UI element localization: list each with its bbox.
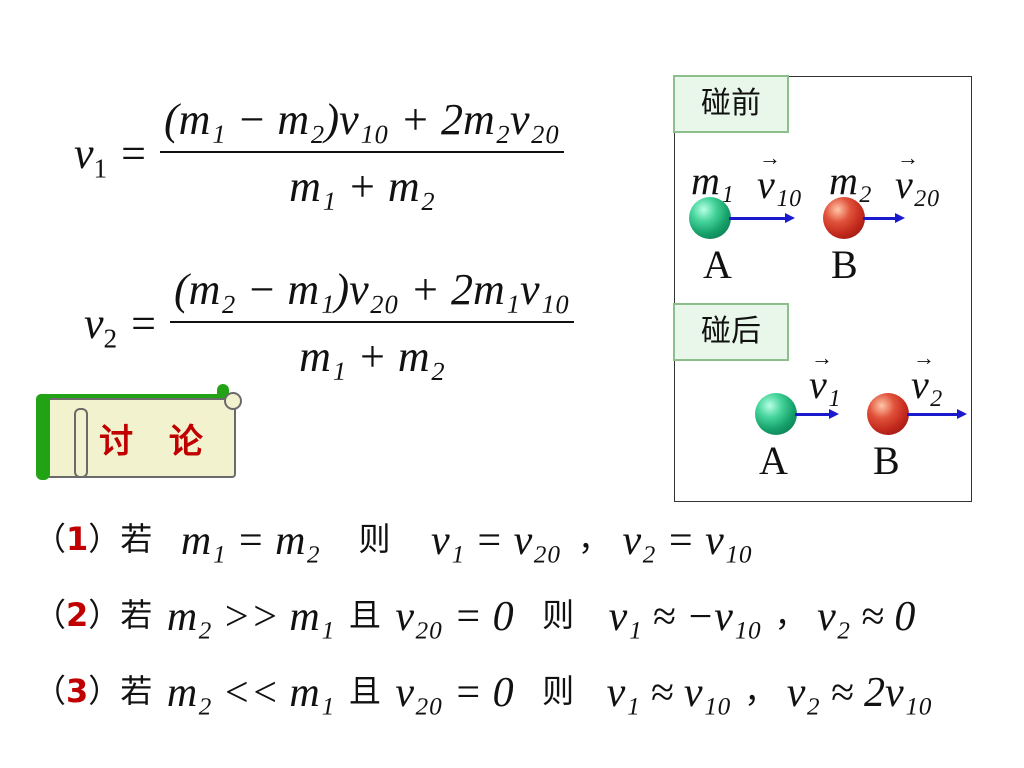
case-2-then: 则 bbox=[542, 596, 575, 634]
case-1-result-v1: v₁ = v₂₀ bbox=[431, 518, 562, 564]
case-1-if: 若 bbox=[120, 520, 153, 558]
case-1-open-paren: （ bbox=[34, 520, 67, 558]
scroll-curl-icon bbox=[224, 392, 242, 410]
velocity-v2-arrow bbox=[907, 409, 967, 419]
case-2-and: 且 bbox=[348, 596, 381, 634]
case-1-separator: ， bbox=[577, 520, 610, 558]
ball-a-after bbox=[755, 393, 797, 435]
velocity-v20-arrow bbox=[863, 213, 905, 223]
case-3-close-paren: ） bbox=[88, 672, 121, 710]
case-1-result-v2: v₂ = v₁₀ bbox=[622, 518, 753, 564]
case-3-open-paren: （ bbox=[34, 672, 67, 710]
mass-m1-label: m₁ bbox=[691, 158, 734, 203]
formula-v2-numerator: (m₂ − m₁)v₂₀ + 2m₁v₁₀ bbox=[170, 264, 575, 323]
case-1-line: （1）若 m₁ = m₂ 则 v₁ = v₂₀ ， v₂ = v₁₀ bbox=[34, 514, 753, 565]
case-2-condition: m₂ >> m₁ bbox=[166, 594, 335, 640]
formula-v1-fraction: (m₁ − m₂)v₁₀ + 2m₂v₂₀ m₁ + m₂ bbox=[160, 94, 565, 212]
case-3-and: 且 bbox=[348, 672, 381, 710]
case-3-number: 3 bbox=[66, 672, 89, 710]
case-3-condition: m₂ << m₁ bbox=[166, 670, 335, 716]
case-2-line: （2）若 m₂ >> m₁ 且 v₂₀ = 0 则 v₁ ≈ −v₁₀ ， v₂… bbox=[34, 590, 915, 641]
velocity-v1-label: v₁ bbox=[809, 345, 841, 408]
case-1-then: 则 bbox=[358, 520, 391, 558]
velocity-v1-arrow bbox=[795, 409, 839, 419]
ball-a-label-after: A bbox=[759, 438, 788, 483]
ball-b-label-before: B bbox=[831, 242, 858, 287]
velocity-v10-label: v₁₀ bbox=[757, 145, 803, 208]
case-3-then: 则 bbox=[542, 672, 575, 710]
formula-v1-denominator: m₁ + m₂ bbox=[289, 162, 435, 211]
case-2-result-v1: v₁ ≈ −v₁₀ bbox=[608, 594, 763, 640]
formula-v1: v1 = (m₁ − m₂)v₁₀ + 2m₂v₂₀ m₁ + m₂ bbox=[74, 94, 565, 212]
collision-diagram: 碰前 m₁ v₁₀ m₂ v₂₀ A B 碰后 v₁ v₂ A B bbox=[673, 75, 972, 502]
ball-a-label-before: A bbox=[703, 242, 732, 287]
case-3-line: （3）若 m₂ << m₁ 且 v₂₀ = 0 则 v₁ ≈ v₁₀ ， v₂ … bbox=[34, 666, 933, 717]
case-3-separator: ， bbox=[744, 672, 777, 710]
formula-v2-denominator: m₁ + m₂ bbox=[299, 332, 445, 381]
case-2-result-v2: v₂ ≈ 0 bbox=[817, 594, 916, 640]
case-2-open-paren: （ bbox=[34, 596, 67, 634]
ball-a-before bbox=[689, 197, 731, 239]
case-2-condition2: v₂₀ = 0 bbox=[395, 594, 514, 640]
case-2-if: 若 bbox=[120, 596, 153, 634]
formula-v2-equals: = bbox=[131, 298, 156, 348]
case-1-condition: m₁ = m₂ bbox=[180, 518, 321, 564]
formula-v2-lhs: v2 bbox=[84, 298, 118, 354]
formula-v1-lhs: v1 bbox=[74, 128, 108, 184]
case-2-separator: ， bbox=[774, 596, 807, 634]
case-1-close-paren: ） bbox=[88, 520, 121, 558]
case-3-result-v1: v₁ ≈ v₁₀ bbox=[606, 670, 732, 716]
case-1-number: 1 bbox=[66, 520, 89, 558]
after-collision-tag: 碰后 bbox=[673, 303, 789, 361]
velocity-v20-label: v₂₀ bbox=[895, 145, 941, 208]
formula-v1-numerator: (m₁ − m₂)v₁₀ + 2m₂v₂₀ bbox=[160, 94, 565, 153]
ball-b-before bbox=[823, 197, 865, 239]
formula-v2: v2 = (m₂ − m₁)v₂₀ + 2m₁v₁₀ m₁ + m₂ bbox=[84, 264, 575, 382]
discussion-scroll: 讨 论 bbox=[36, 384, 242, 484]
case-2-number: 2 bbox=[66, 596, 89, 634]
scroll-fold-icon bbox=[74, 408, 88, 478]
discussion-label: 讨 论 bbox=[99, 422, 215, 462]
velocity-v2-label: v₂ bbox=[911, 345, 943, 408]
scroll-side-rod bbox=[36, 394, 50, 480]
before-collision-tag: 碰前 bbox=[673, 75, 789, 133]
ball-b-after bbox=[867, 393, 909, 435]
case-3-result-v2: v₂ ≈ 2v₁₀ bbox=[786, 670, 933, 716]
velocity-v10-arrow bbox=[729, 213, 795, 223]
ball-b-label-after: B bbox=[873, 438, 900, 483]
mass-m2-label: m₂ bbox=[829, 158, 872, 203]
case-3-if: 若 bbox=[120, 672, 153, 710]
case-3-condition2: v₂₀ = 0 bbox=[395, 670, 514, 716]
formula-v2-fraction: (m₂ − m₁)v₂₀ + 2m₁v₁₀ m₁ + m₂ bbox=[170, 264, 575, 382]
formula-v1-equals: = bbox=[121, 128, 146, 178]
case-2-close-paren: ） bbox=[88, 596, 121, 634]
